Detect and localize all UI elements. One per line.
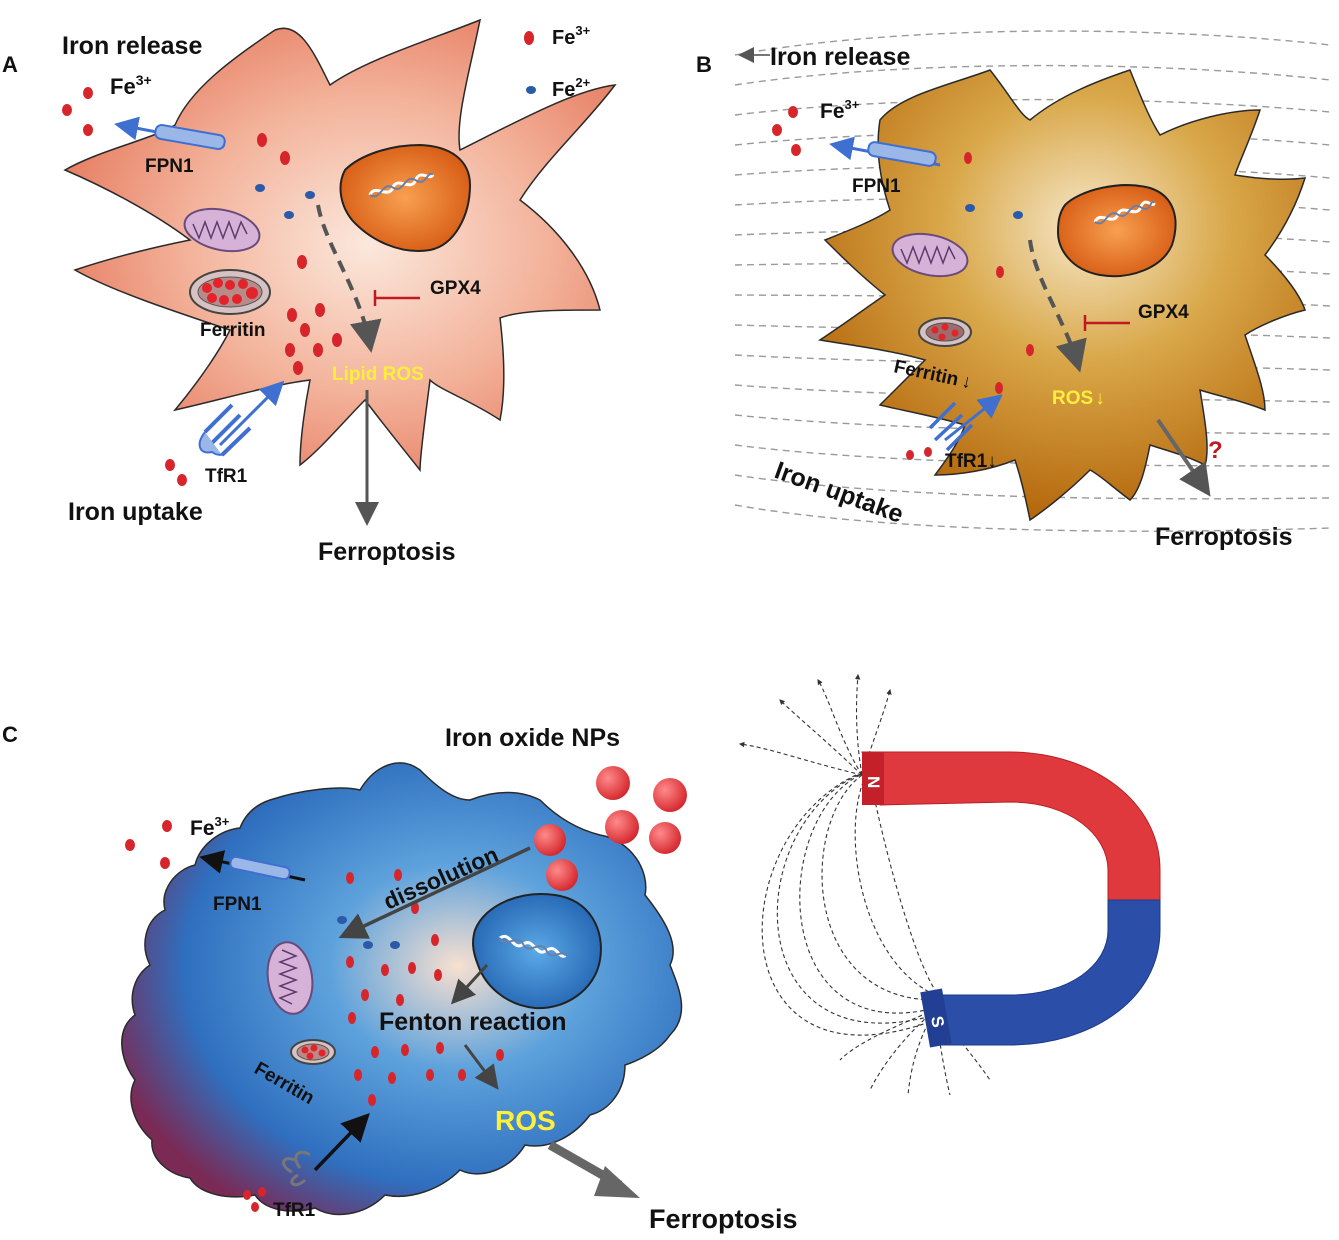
- iron-release-label-a: Iron release: [62, 32, 202, 60]
- legend-fe3-dot: [524, 31, 534, 45]
- tfr1-label-c: TfR1: [273, 1200, 316, 1221]
- lipid-peroxidation-path-a: [316, 204, 382, 353]
- panel-label-c: C: [2, 722, 18, 747]
- fe-label-c: Fe3+: [190, 814, 230, 840]
- panel-a: A Ferritin: [2, 18, 617, 566]
- ferroptosis-arrow-b: [1156, 418, 1211, 497]
- nucleus-b: [1056, 184, 1177, 278]
- ferritin-icon: [918, 317, 972, 347]
- lipid-peroxidation-path-b: [1028, 239, 1087, 373]
- nucleus-fenton-arrow: [450, 963, 489, 1005]
- iron-uptake-label-a: Iron uptake: [68, 498, 203, 526]
- tfr1-label-b: TfR1↓: [945, 451, 997, 472]
- panel-label-a: A: [2, 52, 18, 77]
- fe-label-b: Fe3+: [820, 97, 860, 123]
- cell-b: [818, 69, 1307, 522]
- legend: Fe3+ Fe2+: [524, 23, 591, 101]
- iron-oxide-nps-label: Iron oxide NPs: [445, 724, 620, 752]
- tfr1-receptor-b: [928, 394, 1003, 452]
- ferroptosis-label-b: Ferroptosis: [1155, 523, 1293, 551]
- lipid-ros-label-a: Lipid ROS: [332, 364, 424, 385]
- cell-c: [121, 762, 683, 1216]
- nucleus-a: [339, 143, 472, 252]
- fe-label-a: Fe3+: [110, 72, 152, 99]
- mitochondrion-icon: [891, 232, 969, 278]
- fpn1-channel-a: [114, 116, 226, 151]
- panel-b: B: [696, 30, 1331, 551]
- iron-ions-b: [964, 152, 1034, 394]
- ferritin-icon: [290, 1039, 336, 1065]
- dissolution-arrow: [338, 846, 531, 939]
- mitochondrion-icon: [266, 941, 314, 1015]
- dna-icon: [499, 934, 567, 958]
- gpx4-inhibition-b: [1083, 315, 1130, 331]
- iron-ions-a: [255, 133, 342, 375]
- iron-uptake-label-b: Iron uptake: [771, 456, 907, 528]
- fpn1-label-c: FPN1: [213, 894, 262, 915]
- legend-fe2-label: Fe2+: [552, 75, 591, 101]
- mitochondrion-icon: [183, 207, 261, 253]
- extracellular-iron-a: [62, 87, 187, 486]
- panel-label-b: B: [696, 52, 712, 77]
- magnet-s-label: S: [927, 1015, 948, 1029]
- horseshoe-magnet: N S: [861, 751, 1161, 1048]
- tfr1-receptor-c: [282, 1112, 370, 1187]
- ferroptosis-label-a: Ferroptosis: [318, 538, 456, 566]
- fpn1-channel-b: [829, 136, 941, 167]
- extracellular-iron-b: [772, 106, 932, 460]
- ros-label-b: ROS↓: [1052, 388, 1105, 409]
- dna-icon: [368, 172, 435, 198]
- ferroptosis-label-c: Ferroptosis: [649, 1204, 798, 1234]
- ferritin-label-a: Ferritin: [200, 320, 265, 341]
- ferroptosis-arrowhead-c: [594, 1166, 640, 1198]
- extracellular-iron-c: [125, 820, 266, 1212]
- ferritin-icon: [189, 269, 271, 315]
- legend-fe3-label: Fe3+: [552, 23, 591, 49]
- fpn1-label-a: FPN1: [145, 156, 194, 177]
- panel-c: C Iron oxide NPs Ferritin: [2, 673, 1161, 1234]
- gpx4-label-a: GPX4: [430, 278, 481, 299]
- dna-icon: [1093, 200, 1156, 225]
- fenton-reaction-label: Fenton reaction: [379, 1008, 567, 1036]
- tfr1-receptor-a: [198, 380, 285, 457]
- ros-label-c: ROS: [495, 1105, 556, 1136]
- fpn1-channel-c: [199, 850, 306, 882]
- gpx4-label-b: GPX4: [1138, 302, 1189, 323]
- magnet-blue-arm: [924, 899, 1161, 1046]
- iron-oxide-nanoparticles: [534, 766, 687, 891]
- fpn1-label-b: FPN1: [852, 176, 901, 197]
- magnet-red-arm: [861, 751, 1161, 901]
- question-mark-b: ?: [1208, 437, 1223, 464]
- legend-fe2-dot: [526, 86, 536, 94]
- fenton-ros-arrow: [463, 1044, 499, 1090]
- tfr1-label-a: TfR1: [205, 466, 248, 487]
- magnet-n-label: N: [864, 776, 883, 788]
- gpx4-inhibition-a: [373, 290, 420, 306]
- iron-release-label-b: Iron release: [770, 43, 910, 71]
